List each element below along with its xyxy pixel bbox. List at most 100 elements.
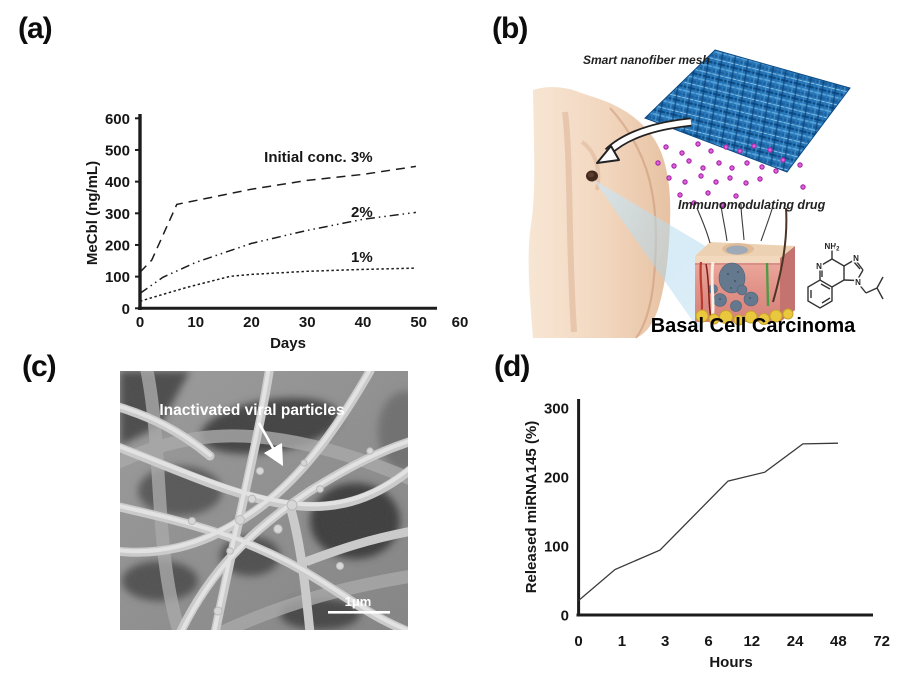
person-back-illustration xyxy=(528,87,671,339)
drug-particle-dot xyxy=(723,144,729,150)
drug-caption: Immunomodulating drug xyxy=(678,198,826,212)
drug-particle-dot xyxy=(751,143,757,149)
hair-shaft xyxy=(772,207,788,303)
tick-label: 0 xyxy=(136,314,144,331)
nanofiber-mesh-illustration xyxy=(644,49,851,173)
series-line xyxy=(139,165,417,273)
tick-label: 40 xyxy=(355,314,372,331)
series-line xyxy=(578,442,839,601)
drug-particle-dot xyxy=(733,193,739,199)
fat-layer xyxy=(695,308,794,326)
scale-bar-label: 1μm xyxy=(345,594,372,609)
drug-particle-dot xyxy=(682,179,688,185)
tick-label: 1 xyxy=(618,633,626,650)
tick-label: 300 xyxy=(544,401,569,418)
tick-label: 100 xyxy=(544,539,569,556)
tick-label: 30 xyxy=(299,314,316,331)
drug-particle-dot xyxy=(743,180,749,186)
bcc-caption: Basal Cell Carcinoma xyxy=(650,315,856,337)
drug-particle-dot xyxy=(655,160,661,166)
tick-label: 0 xyxy=(561,608,569,625)
drug-particle-dot xyxy=(767,147,773,153)
tick-label: 400 xyxy=(105,174,130,191)
scale-bar xyxy=(328,611,390,614)
series-label: 1% xyxy=(351,249,373,266)
tick-label: 24 xyxy=(787,633,804,650)
molecule-nitrogen-label: N xyxy=(853,254,859,263)
mole-highlight xyxy=(588,172,594,178)
series-label: 2% xyxy=(351,204,373,221)
tick-label: 300 xyxy=(105,206,130,223)
tumor-texture xyxy=(719,271,751,300)
tick-label: 200 xyxy=(105,237,130,254)
panel-d-label: (d) xyxy=(494,350,530,383)
x-axis-title: Days xyxy=(270,335,306,352)
tick-label: 10 xyxy=(187,314,204,331)
drug-particle-dot xyxy=(757,176,763,182)
tick-label: 48 xyxy=(830,633,847,650)
drug-particle-dot xyxy=(679,150,685,156)
drug-particle-dot xyxy=(719,202,725,208)
drug-particle-dot xyxy=(737,148,743,154)
skin-cross-section-illustration xyxy=(695,203,795,326)
nanofiber-application-illustration: NH2 N N N xyxy=(528,49,884,339)
x-axis-title: Hours xyxy=(709,654,752,671)
tick-label: 20 xyxy=(243,314,260,331)
drug-particles xyxy=(655,141,806,208)
tick-label: 6 xyxy=(704,633,712,650)
drug-particle-dot xyxy=(677,192,683,198)
tick-label: 100 xyxy=(105,269,130,286)
drug-particle-dot xyxy=(780,157,786,163)
magnification-beam xyxy=(594,180,707,333)
drug-particle-dot xyxy=(691,200,697,206)
tick-label: 500 xyxy=(105,142,130,159)
blood-vessel xyxy=(705,263,712,319)
molecule-nitrogen-label: N xyxy=(855,278,861,287)
drug-particle-dot xyxy=(713,179,719,185)
tumor-nests xyxy=(708,262,759,312)
y-axis-title: Released miRNA145 (%) xyxy=(523,421,540,594)
drug-particle-dot xyxy=(800,184,806,190)
tick-label: 0 xyxy=(122,301,130,318)
drug-particle-dot xyxy=(700,165,706,171)
drug-particle-dot xyxy=(671,163,677,169)
tick-label: 600 xyxy=(105,111,130,128)
series-line xyxy=(139,211,416,295)
tick-label: 60 xyxy=(452,314,469,331)
y-axis-title: MeCbl (ng/mL) xyxy=(84,161,101,265)
drug-particle-dot xyxy=(708,148,714,154)
drug-particle-dot xyxy=(698,173,704,179)
nerve-strand xyxy=(765,262,770,307)
series-line xyxy=(139,267,416,303)
drug-particle-dot xyxy=(797,162,803,168)
tick-label: 200 xyxy=(544,470,569,487)
drug-particle-dot xyxy=(695,141,701,147)
panel-b-label: (b) xyxy=(492,12,528,45)
tick-label: 12 xyxy=(743,633,760,650)
hair-follicle xyxy=(710,261,715,321)
mesh-caption: Smart nanofiber mesh xyxy=(583,53,710,67)
molecule-amine-label: NH2 xyxy=(825,242,841,253)
tick-label: 50 xyxy=(410,314,427,331)
imiquimod-structure: NH2 N N N xyxy=(807,241,884,309)
drug-particle-dot xyxy=(705,190,711,196)
sem-annotation: Inactivated viral particles xyxy=(159,402,344,419)
drug-particle-dot xyxy=(744,160,750,166)
series-label: Initial conc. 3% xyxy=(264,149,372,166)
application-arrow xyxy=(596,117,692,164)
drug-particle-dot xyxy=(666,175,672,181)
sem-micrograph: Inactivated viral particles 1μm xyxy=(120,371,408,630)
panel-c-label: (c) xyxy=(22,350,57,383)
drug-particle-dot xyxy=(759,164,765,170)
drug-particle-dot xyxy=(773,168,779,174)
tick-label: 0 xyxy=(574,633,582,650)
drug-particle-dot xyxy=(663,144,669,150)
sem-annotation-arrow xyxy=(257,422,284,467)
panel-a-label: (a) xyxy=(18,12,53,45)
spine-shading xyxy=(562,111,577,333)
tick-label: 3 xyxy=(661,633,669,650)
drug-particle-dot xyxy=(716,160,722,166)
